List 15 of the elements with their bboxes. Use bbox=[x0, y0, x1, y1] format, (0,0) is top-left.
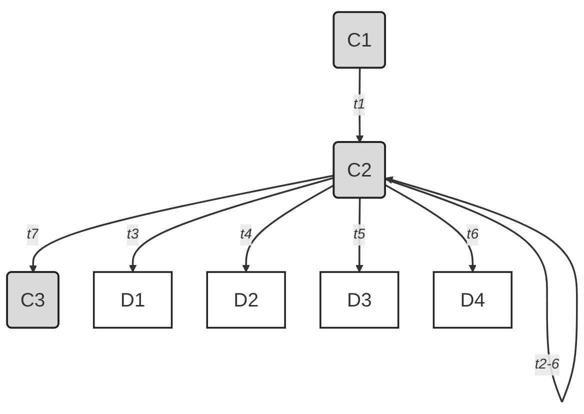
node-box: D4 bbox=[432, 271, 513, 329]
edge-label: t2-6 bbox=[534, 356, 560, 372]
edge-label: t6 bbox=[466, 226, 479, 242]
node-box: D2 bbox=[206, 271, 286, 329]
edge-label: t4 bbox=[240, 226, 252, 242]
edge-label: t1 bbox=[353, 96, 366, 112]
arrow bbox=[385, 184, 477, 272]
arrow bbox=[356, 68, 364, 143]
arrow bbox=[242, 184, 335, 272]
node-box: D3 bbox=[320, 271, 400, 329]
edge-label: t3 bbox=[126, 226, 139, 242]
node-box: D1 bbox=[92, 271, 173, 329]
arrow bbox=[29, 174, 334, 273]
edge-label: t5 bbox=[353, 226, 366, 242]
arrow bbox=[128, 176, 334, 272]
